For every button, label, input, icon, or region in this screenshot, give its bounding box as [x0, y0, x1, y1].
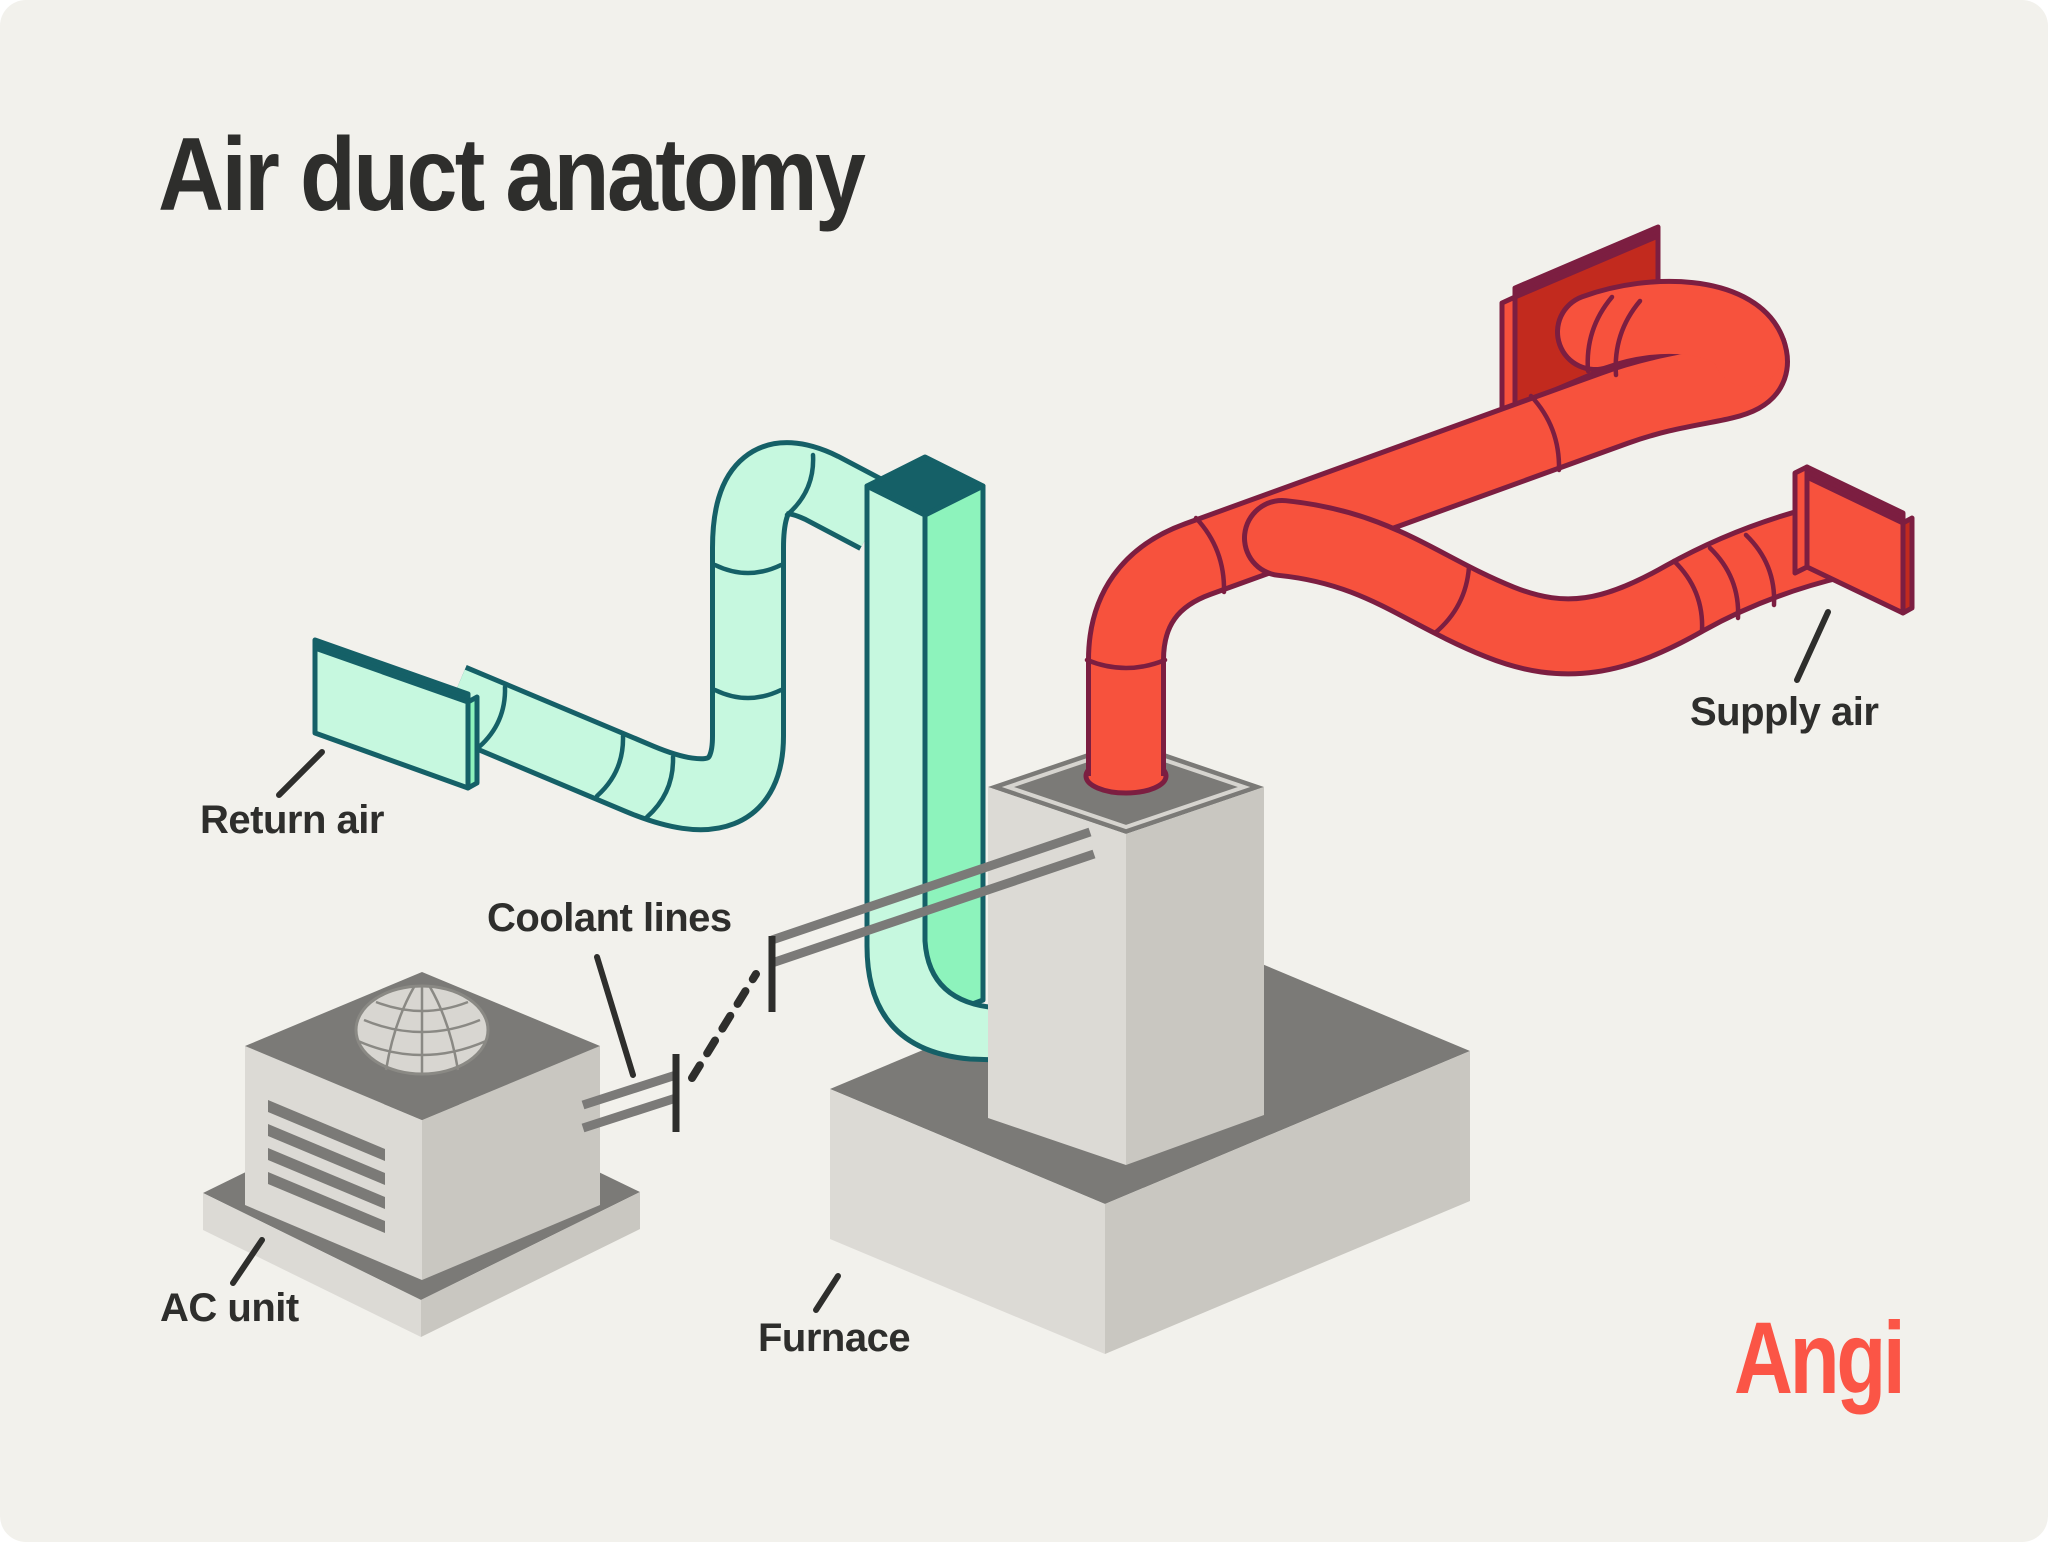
coolant-line-segment — [770, 827, 1096, 968]
ac-slat — [268, 1148, 385, 1209]
plenum-top-face — [864, 454, 986, 518]
plenum-right-face — [922, 483, 986, 1025]
return-duct-seam — [476, 684, 508, 750]
return-duct-seam — [784, 452, 816, 518]
label-coolant-lines: Coolant lines — [487, 896, 732, 940]
return-air-plenum — [864, 454, 1001, 1063]
ac-slat — [268, 1100, 385, 1161]
coolant-lines-group — [581, 827, 1096, 1133]
furnace-base-front — [830, 1089, 1105, 1354]
ac-fan-dome — [354, 984, 490, 1076]
coolant-break-dashes — [688, 970, 760, 1082]
coolant-lines-leader-line — [594, 954, 636, 1078]
supply-air-vent-right — [1792, 464, 1915, 616]
label-return-air: Return air — [200, 798, 384, 842]
return-air-vent-plate — [312, 637, 480, 791]
ac-unit-group — [203, 972, 640, 1337]
ac-dome-grid — [357, 986, 487, 1074]
supply-duct-seam — [1432, 564, 1472, 636]
supply-duct-seam — [1528, 393, 1562, 473]
supply-duct-rib — [1671, 558, 1705, 634]
return-duct-body — [439, 445, 893, 828]
label-ac-unit: AC unit — [160, 1286, 299, 1330]
supply-air-duct — [1083, 278, 1915, 796]
supply-duct-seam — [1585, 294, 1615, 374]
ac-slat — [268, 1172, 385, 1233]
furnace-base-right — [1105, 1051, 1470, 1354]
supply-duct-rib — [1743, 532, 1777, 608]
supply-duct-seam — [1193, 515, 1227, 595]
page-title: Air duct anatomy — [158, 117, 866, 233]
furnace-unit — [988, 740, 1264, 1165]
ac-vent-slats — [268, 1100, 385, 1233]
supply-vent2-face — [1804, 474, 1906, 616]
ac-base-front — [203, 1193, 421, 1337]
leader-lines — [230, 609, 1831, 1313]
supply-branch-body — [1247, 503, 1871, 672]
furnace-right-face — [1126, 787, 1264, 1165]
supply-duct-rib — [1707, 545, 1741, 621]
coolant-line-segment — [581, 1070, 678, 1133]
return-vent-face — [312, 645, 471, 791]
ac-base-right — [421, 1192, 640, 1337]
return-duct-seam — [712, 687, 784, 701]
supply-air-leader-line — [1794, 609, 1831, 683]
return-duct-seam — [594, 733, 626, 799]
supply-duct-seam — [1084, 657, 1168, 671]
return-duct-seam — [644, 754, 676, 820]
furnace-leader-line — [813, 1273, 841, 1313]
return-duct-seam — [712, 562, 784, 576]
supply-return-leg-body — [1560, 283, 1783, 387]
return-air-duct — [312, 440, 895, 833]
angi-logo: Angi — [1734, 1301, 1906, 1415]
label-furnace: Furnace — [758, 1316, 911, 1360]
label-supply-air: Supply air — [1690, 690, 1879, 734]
ac-body-right — [422, 1046, 600, 1280]
supply-duct-seam — [1613, 298, 1643, 378]
return-air-leader-line — [276, 749, 325, 798]
ac-unit-leader-line — [230, 1237, 265, 1286]
ac-slat — [268, 1124, 385, 1185]
